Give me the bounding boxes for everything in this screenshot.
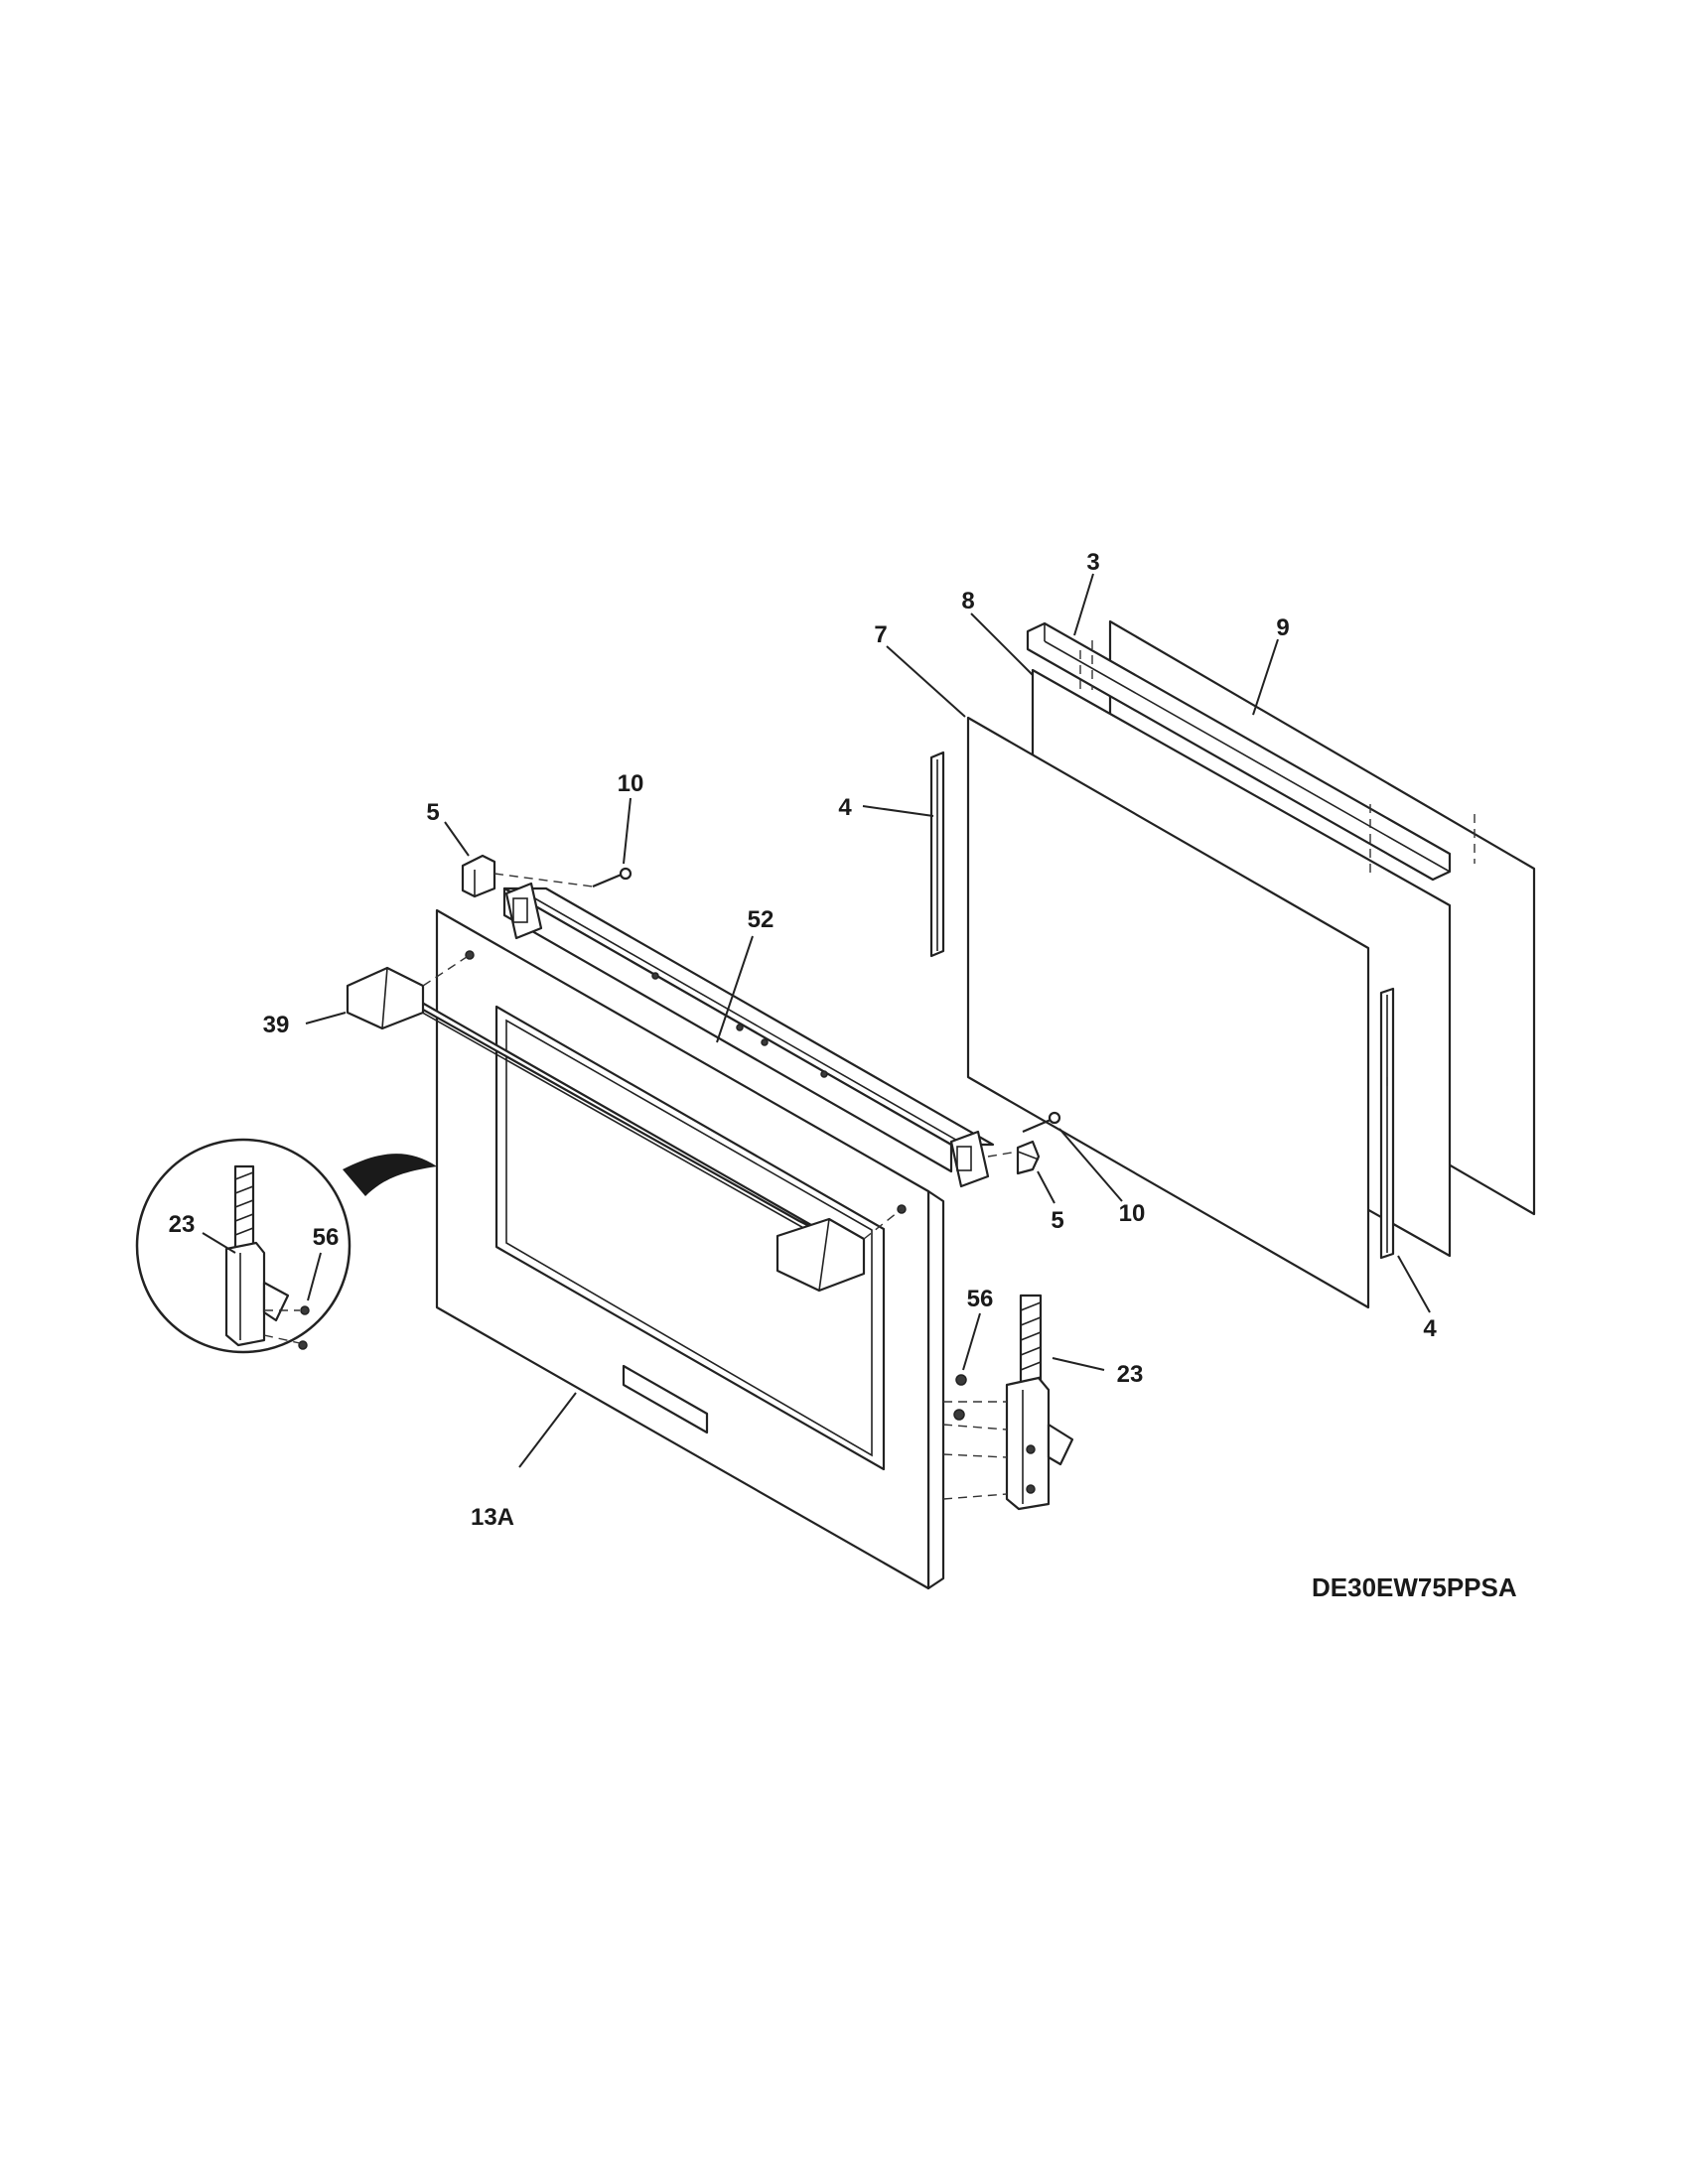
callout-23-inset: 23 [169,1211,196,1238]
model-number: DE30EW75PPSA [1312,1572,1517,1602]
hinge-bracket-5-right [1016,1140,1041,1175]
screw-10-right [1022,1111,1061,1134]
leader-lines [202,573,1431,1468]
outer-door-13a [435,908,945,1590]
callout-56-right: 56 [967,1286,994,1312]
callout-4-left: 4 [838,794,852,821]
callout-3: 3 [1086,549,1099,576]
hinge-bracket-5-left [461,854,496,898]
inner-glass-7 [966,716,1370,1309]
callout-13a: 13A [471,1504,514,1531]
door-hinge-23-right [1005,1294,1074,1511]
glass-side-trim-4-left [929,751,945,958]
callout-23-right: 23 [1117,1361,1144,1388]
hinge-detail-inset [135,1138,437,1354]
callout-39: 39 [263,1012,290,1038]
callout-5-right: 5 [1051,1207,1063,1234]
callout-7: 7 [874,621,887,648]
callout-9: 9 [1276,614,1289,641]
callout-5-left: 5 [426,799,439,826]
door-handle-39 [346,966,866,1293]
hinge-screw-56-right [942,1374,1008,1500]
callout-labels: 3 8 9 7 4 10 5 52 39 10 5 23 56 56 4 23 … [169,549,1438,1531]
glass-side-trim-4-right [1379,987,1395,1260]
screw-10-top [592,867,633,888]
callout-10-top: 10 [618,770,644,797]
callout-8: 8 [961,588,974,614]
callout-52: 52 [748,906,774,933]
callout-4-right: 4 [1423,1315,1437,1342]
door-top-channel-52 [502,882,995,1188]
callout-56-inset: 56 [313,1224,340,1251]
alignment-dashes [422,873,1019,1240]
callout-10-right: 10 [1119,1200,1146,1227]
glass-retainer-3 [1026,621,1476,882]
